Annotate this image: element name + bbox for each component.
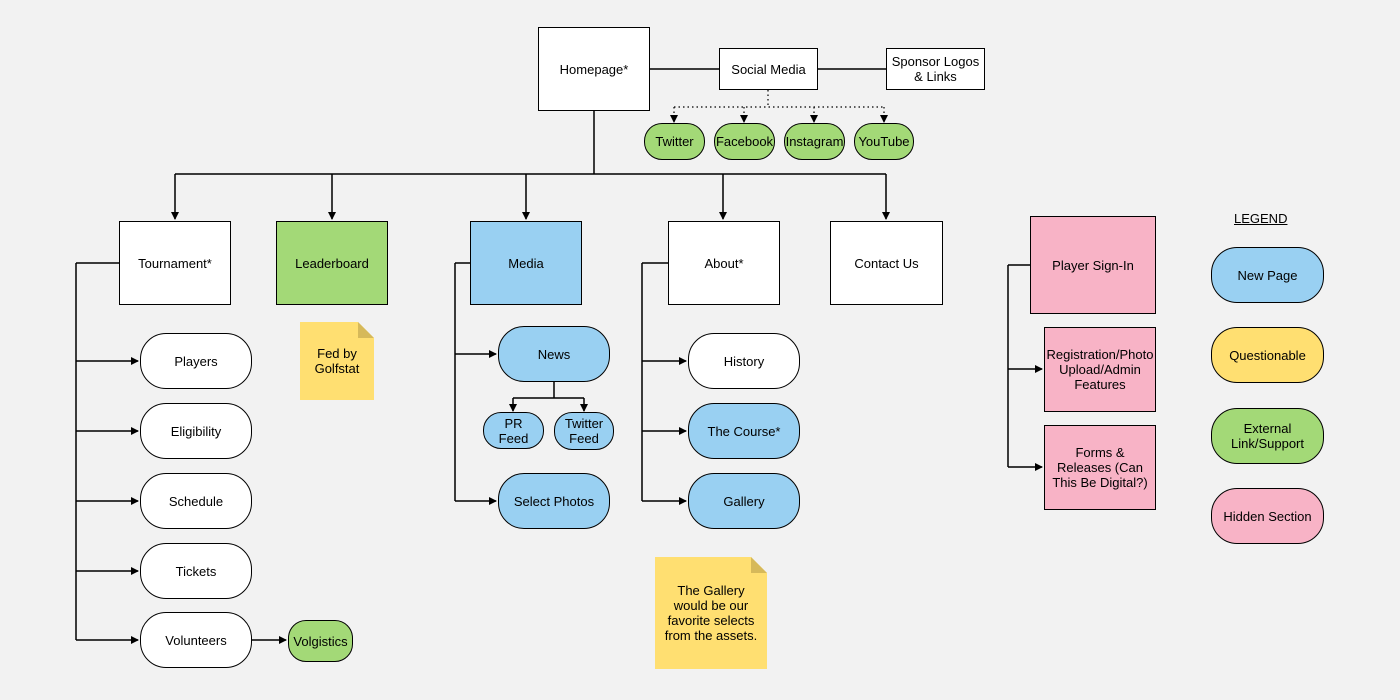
forms-node[interactable]: Forms & Releases (Can This Be Digital?) bbox=[1044, 425, 1156, 510]
player-signin-node[interactable]: Player Sign-In bbox=[1030, 216, 1156, 314]
instagram-label: Instagram bbox=[785, 134, 844, 149]
media-node[interactable]: Media bbox=[470, 221, 582, 305]
news-label: News bbox=[537, 346, 571, 362]
registration-node[interactable]: Registration/Photo Upload/Admin Features bbox=[1044, 327, 1156, 412]
volunteers-node[interactable]: Volunteers bbox=[140, 612, 252, 668]
select-photos-label: Select Photos bbox=[513, 493, 595, 509]
select-photos-node[interactable]: Select Photos bbox=[498, 473, 610, 529]
eligibility-node[interactable]: Eligibility bbox=[140, 403, 252, 459]
history-node[interactable]: History bbox=[688, 333, 800, 389]
pr-feed-node[interactable]: PR Feed bbox=[483, 412, 544, 449]
legend-questionable: Questionable bbox=[1211, 327, 1324, 383]
facebook-label: Facebook bbox=[715, 134, 774, 149]
forms-label: Forms & Releases (Can This Be Digital?) bbox=[1052, 445, 1148, 490]
tournament-label: Tournament* bbox=[138, 255, 212, 271]
pr-feed-label: PR Feed bbox=[498, 415, 529, 446]
player-signin-label: Player Sign-In bbox=[1052, 257, 1134, 273]
the-course-label: The Course* bbox=[707, 423, 781, 439]
leaderboard-label: Leaderboard bbox=[295, 255, 369, 271]
legend-title: LEGEND bbox=[1234, 211, 1288, 226]
volunteers-label: Volunteers bbox=[165, 632, 227, 648]
volgistics-label: Volgistics bbox=[293, 633, 348, 649]
gallery-node[interactable]: Gallery bbox=[688, 473, 800, 529]
twitter-label: Twitter bbox=[655, 134, 694, 149]
social-media-node[interactable]: Social Media bbox=[719, 48, 818, 90]
registration-label: Registration/Photo Upload/Admin Features bbox=[1046, 347, 1154, 392]
twitter-feed-node[interactable]: Twitter Feed bbox=[554, 412, 614, 450]
eligibility-label: Eligibility bbox=[170, 423, 222, 439]
contact-node[interactable]: Contact Us bbox=[830, 221, 943, 305]
golfstat-note-text: Fed by Golfstat bbox=[314, 346, 360, 376]
instagram-node[interactable]: Instagram bbox=[784, 123, 845, 160]
history-label: History bbox=[723, 353, 765, 369]
youtube-label: YouTube bbox=[858, 134, 910, 149]
legend-new-page: New Page bbox=[1211, 247, 1324, 303]
players-node[interactable]: Players bbox=[140, 333, 252, 389]
schedule-label: Schedule bbox=[168, 493, 224, 509]
gallery-label: Gallery bbox=[723, 493, 765, 509]
sponsor-label: Sponsor Logos & Links bbox=[891, 54, 980, 84]
about-node[interactable]: About* bbox=[668, 221, 780, 305]
volgistics-node[interactable]: Volgistics bbox=[288, 620, 353, 662]
twitter-node[interactable]: Twitter bbox=[644, 123, 705, 160]
schedule-node[interactable]: Schedule bbox=[140, 473, 252, 529]
legend-hidden-label: Hidden Section bbox=[1223, 508, 1312, 524]
sponsor-node[interactable]: Sponsor Logos & Links bbox=[886, 48, 985, 90]
about-label: About* bbox=[704, 255, 744, 271]
players-label: Players bbox=[174, 353, 218, 369]
social-media-label: Social Media bbox=[731, 61, 806, 77]
legend-questionable-label: Questionable bbox=[1229, 347, 1306, 363]
youtube-node[interactable]: YouTube bbox=[854, 123, 914, 160]
legend-hidden: Hidden Section bbox=[1211, 488, 1324, 544]
homepage-label: Homepage* bbox=[559, 61, 629, 77]
gallery-note-text: The Gallery would be our favorite select… bbox=[664, 583, 758, 643]
legend-external-label: External Link/Support bbox=[1231, 421, 1304, 451]
tickets-node[interactable]: Tickets bbox=[140, 543, 252, 599]
twitter-feed-label: Twitter Feed bbox=[564, 416, 604, 446]
facebook-node[interactable]: Facebook bbox=[714, 123, 775, 160]
legend-new-page-label: New Page bbox=[1237, 267, 1298, 283]
legend-external: External Link/Support bbox=[1211, 408, 1324, 464]
homepage-node[interactable]: Homepage* bbox=[538, 27, 650, 111]
contact-label: Contact Us bbox=[854, 255, 919, 271]
gallery-note: The Gallery would be our favorite select… bbox=[655, 557, 767, 669]
the-course-node[interactable]: The Course* bbox=[688, 403, 800, 459]
news-node[interactable]: News bbox=[498, 326, 610, 382]
tickets-label: Tickets bbox=[175, 563, 217, 579]
tournament-node[interactable]: Tournament* bbox=[119, 221, 231, 305]
media-label: Media bbox=[508, 255, 544, 271]
leaderboard-node[interactable]: Leaderboard bbox=[276, 221, 388, 305]
